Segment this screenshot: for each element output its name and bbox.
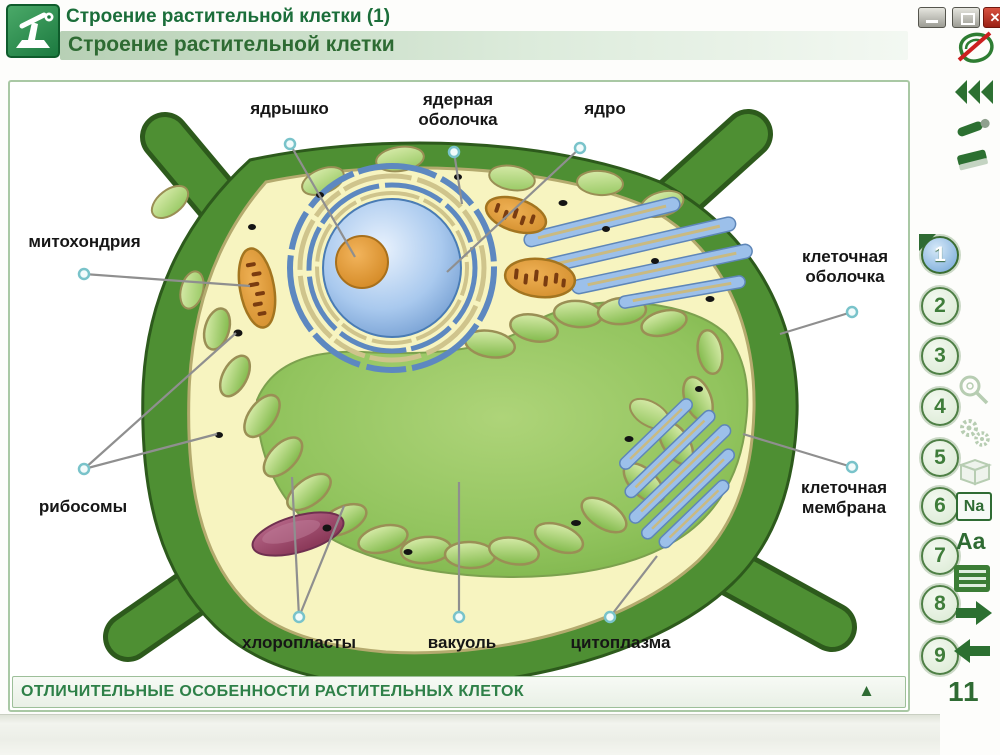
rewind-icon[interactable] [954, 78, 996, 111]
hotspot-dot[interactable] [573, 141, 587, 155]
label-chloroplasts: хлоропласты [241, 633, 356, 652]
page-button-7[interactable]: 7 [921, 537, 959, 575]
chloroplasts [202, 296, 724, 570]
label-mitochondrion: митохондрия [28, 232, 141, 251]
endoplasmic-reticulum-top [523, 196, 753, 309]
hotspot-dot[interactable] [845, 305, 859, 319]
gears-icon[interactable] [956, 415, 994, 458]
endoplasmic-reticulum-bottom [619, 398, 736, 549]
page-button-2[interactable]: 2 [921, 287, 959, 325]
lesson-title: Строение растительной клетки [68, 33, 395, 56]
subtitle-bar: Строение растительной клетки [60, 31, 908, 60]
hotspot-dot[interactable] [845, 460, 859, 474]
label-nuclear-envelope: ядерная оболочка [418, 90, 498, 129]
section-title: ОТЛИЧИТЕЛЬНЫЕ ОСОБЕННОСТИ РАСТИТЕЛЬНЫХ К… [21, 683, 525, 700]
hotspot-dots [77, 137, 859, 624]
label-vacuole: вакуоль [427, 633, 497, 652]
hotspot-dot[interactable] [447, 145, 461, 159]
plant-cell-diagram [77, 109, 859, 680]
maximize-button[interactable] [952, 7, 980, 28]
forward-arrow-icon[interactable] [954, 598, 994, 633]
label-nucleus: ядро [584, 99, 626, 118]
sidebar: 1 2 3 4 5 6 7 8 9 [912, 0, 1000, 755]
annotations-off-icon[interactable] [954, 28, 996, 73]
collapse-arrow-icon[interactable]: ▲ [858, 681, 875, 700]
nucleolus [335, 235, 389, 289]
label-cytoplasm: цитоплазма [570, 633, 671, 652]
footer-strip [0, 714, 940, 755]
page-title: Строение растительной клетки (1) [66, 6, 391, 27]
hotspot-dot[interactable] [77, 267, 91, 281]
hotspot-dot[interactable] [292, 610, 306, 624]
mitochondria [237, 195, 577, 329]
page-button-4[interactable]: 4 [921, 388, 959, 426]
page-button-3[interactable]: 3 [921, 337, 959, 375]
hotspot-dot[interactable] [283, 137, 297, 151]
hotspot-dot[interactable] [603, 610, 617, 624]
eraser-icon[interactable] [954, 145, 994, 180]
back-arrow-icon[interactable] [952, 636, 992, 671]
nuclear-envelope [287, 163, 497, 373]
minimize-button[interactable] [918, 7, 946, 28]
page-button-1[interactable]: 1 [919, 234, 959, 274]
pen-icon[interactable] [954, 112, 994, 149]
label-nucleolus: ядрышко [250, 99, 329, 118]
periodic-table-icon[interactable]: Na [956, 492, 992, 521]
zoom-search-icon[interactable] [956, 374, 992, 415]
section-bar[interactable]: ОТЛИЧИТЕЛЬНЫЕ ОСОБЕННОСТИ РАСТИТЕЛЬНЫХ К… [12, 676, 906, 708]
microscope-icon [6, 4, 60, 58]
hotspot-dot[interactable] [77, 462, 91, 476]
page-button-6[interactable]: 6 [921, 487, 959, 525]
page-number: 11 [948, 676, 980, 707]
glossary-icon[interactable]: Aa [956, 528, 986, 554]
pointer-lines [83, 143, 853, 618]
content-frame: ядрышко ядерная оболочка ядро митохондри… [8, 80, 910, 712]
page-button-9[interactable]: 9 [921, 637, 959, 675]
contents-list-icon[interactable] [954, 565, 990, 592]
page-button-8[interactable]: 8 [921, 585, 959, 623]
nucleus [322, 198, 462, 338]
hotspot-dot[interactable] [452, 610, 466, 624]
label-cell-wall: клеточная оболочка [801, 247, 889, 286]
active-corner-fold [919, 234, 936, 251]
label-cell-membrane: клеточная мембрана [800, 478, 888, 517]
close-button[interactable]: ✕ [983, 7, 1000, 28]
cube-3d-icon[interactable] [956, 452, 994, 495]
page-button-5[interactable]: 5 [921, 439, 959, 477]
label-ribosomes: рибосомы [38, 497, 128, 516]
ribosomes [215, 174, 715, 555]
